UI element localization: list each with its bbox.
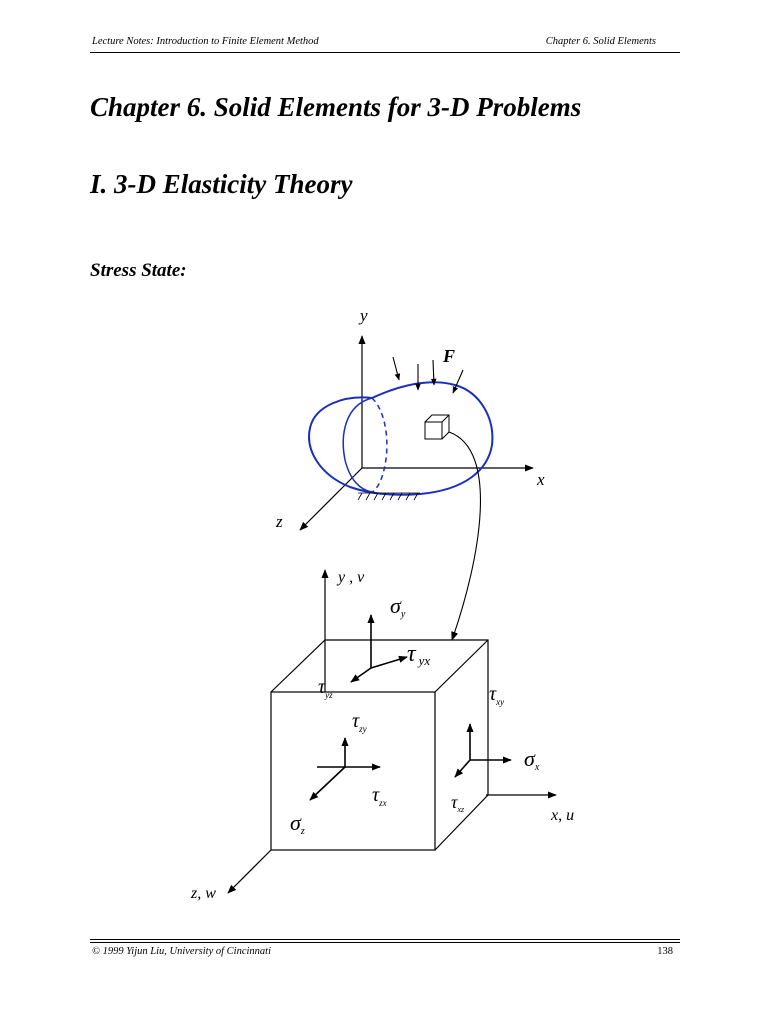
tau-zx-label: τzx [372, 784, 387, 808]
top-face-stress-arrows [350, 614, 408, 683]
footer-rule-bottom [90, 942, 680, 943]
zoom-connector-arrow [448, 431, 481, 641]
applied-force-arrows [392, 356, 464, 394]
sigma-z-label: σz [290, 810, 305, 837]
cube-z-axis [227, 849, 272, 894]
cube-outline [270, 639, 489, 851]
header-course-title: Lecture Notes: Introduction to Finite El… [92, 36, 319, 47]
body-z-label: z [275, 512, 283, 531]
solid-body-figure: y x z F [275, 306, 545, 641]
solid-body-outline [308, 381, 494, 496]
page-number: 138 [657, 946, 673, 957]
chapter-title: Chapter 6. Solid Elements for 3-D Proble… [90, 92, 582, 122]
tau-xz-label: τxz [451, 792, 465, 814]
sigma-y-label: σy [390, 593, 406, 620]
small-element-cube-icon [424, 414, 450, 440]
cube-z-label: z, w [190, 885, 216, 902]
force-label: F [442, 346, 455, 366]
body-x-label: x [536, 470, 545, 489]
section-title: I. 3-D Elasticity Theory [90, 169, 353, 199]
header-rule [90, 52, 680, 53]
front-face-stress-arrows [309, 737, 381, 801]
cube-x-label: x, u [550, 807, 574, 824]
sigma-x-label: σx [524, 746, 540, 773]
tau-xy-label: τxy [489, 683, 504, 707]
tau-yz-label: τyz [318, 676, 333, 700]
right-face-stress-arrows [454, 723, 512, 778]
header-chapter-label: Chapter 6. Solid Elements [545, 36, 656, 47]
cube-y-label: y , v [336, 569, 365, 586]
tau-zy-label: τzy [352, 710, 367, 734]
body-y-label: y [358, 306, 368, 325]
section-front-curve [342, 397, 373, 493]
section-hidden-curve [371, 397, 388, 493]
footer-copyright: © 1999 Yijun Liu, University of Cincinna… [92, 946, 271, 957]
support-hatch [357, 492, 420, 501]
subsection-title: Stress State: [90, 260, 187, 281]
footer-rule-top [90, 939, 680, 940]
